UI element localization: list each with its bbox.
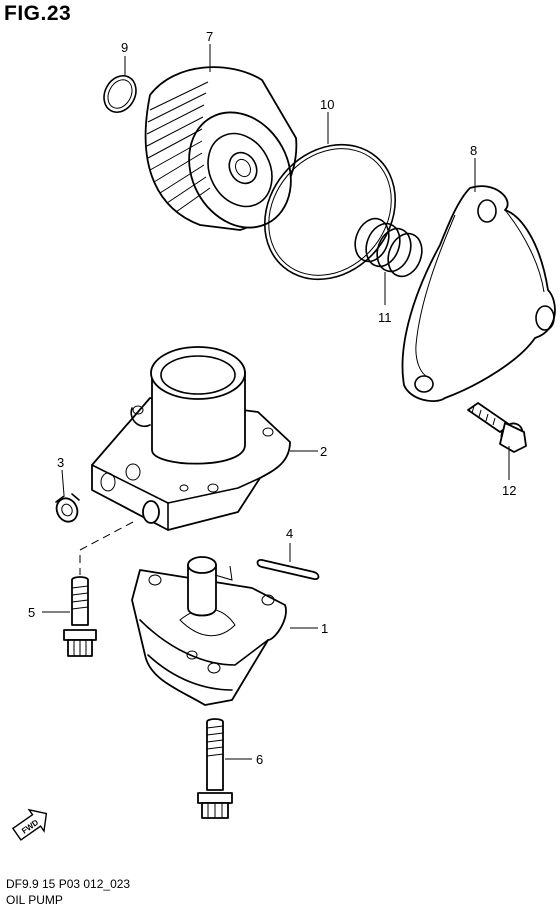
bolt-6	[197, 718, 233, 819]
figure-code: DF9.9 15 P03 012_023	[6, 877, 131, 891]
figure-title: FIG.23	[4, 2, 72, 25]
callout-1: 1	[321, 621, 328, 636]
figure-name: OIL PUMP	[6, 893, 63, 907]
o-ring-9	[103, 75, 137, 113]
pin-4	[256, 559, 320, 580]
leader-lines	[42, 44, 510, 760]
filter-cover-8	[401, 185, 556, 402]
callout-2: 2	[320, 444, 327, 459]
callout-10: 10	[320, 97, 334, 112]
callout-9: 9	[121, 40, 128, 55]
plug-3	[55, 493, 80, 523]
oil-pump-1	[131, 556, 287, 706]
callout-6: 6	[256, 752, 263, 767]
callout-7: 7	[206, 29, 213, 44]
spring-11	[354, 217, 423, 278]
callout-3: 3	[57, 455, 64, 470]
callout-8: 8	[470, 143, 477, 158]
bolt-5	[63, 576, 97, 657]
callout-4: 4	[286, 526, 293, 541]
callout-5: 5	[28, 605, 35, 620]
fwd-arrow-icon: FWD	[11, 808, 48, 841]
o-ring-10	[263, 143, 397, 281]
oil-filter-7	[144, 66, 298, 231]
callout-12: 12	[502, 483, 516, 498]
bolt-12	[467, 402, 527, 453]
callout-11: 11	[378, 310, 392, 325]
filter-housing-2	[91, 346, 291, 531]
